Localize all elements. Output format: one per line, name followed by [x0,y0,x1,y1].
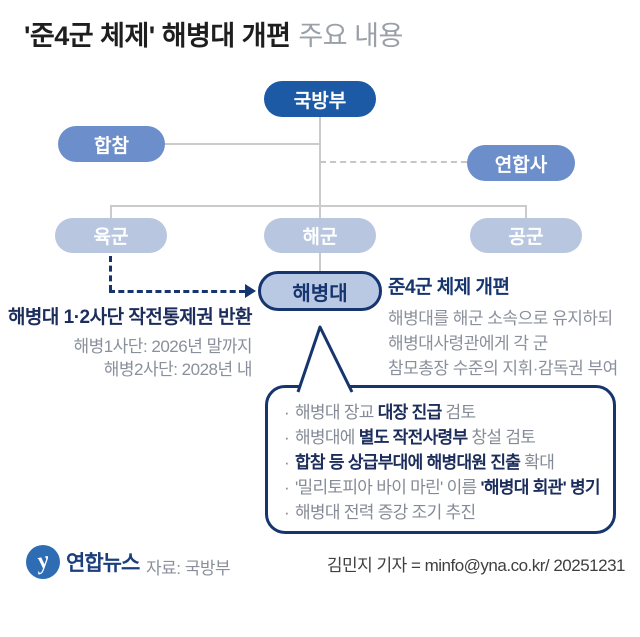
connector-airforce-drop [525,205,527,218]
org-node-airforce: 공군 [470,218,582,253]
connector-marines-vertical [319,253,321,271]
org-node-mnd: 국방부 [264,81,376,117]
yonhap-logo-text: 연합뉴스 [66,552,140,575]
connector-services-horizontal [110,205,527,207]
yonhap-logo-icon: y [26,545,60,579]
opcon-arrow-vertical [109,256,112,291]
quasi4-reform-line-2: 해병대사령관에게 각 군 [388,334,548,353]
page-title-sub: 주요 내용 [298,21,403,51]
bubble-list: · 해병대 장교 대장 진급 검토 · 해병대에 별도 작전사령부 창설 검토 · … [284,400,601,525]
page-title-main: '준4군 체제' 해병대 개편 [24,21,291,51]
connector-navy-drop [319,205,321,218]
org-node-marines: 해병대 [258,271,382,311]
yonhap-logo: y 연합뉴스 [26,545,140,579]
speech-bubble-tail [296,325,354,393]
quasi4-reform-line-1: 해병대를 해군 소속으로 유지하되 [388,309,613,328]
quasi4-reform-heading: 준4군 체제 개편 [388,277,510,298]
connector-cfc-dashed [320,161,467,163]
opcon-return-line-1: 해병1사단: 2026년 말까지 [73,337,252,356]
quasi4-reform-line-3: 참모총장 수준의 지휘·감독권 부여 [388,359,618,378]
connector-jcs-horizontal [165,143,320,145]
org-node-cfc: 연합사 [467,145,575,181]
org-node-jcs: 합참 [58,126,165,162]
opcon-arrow-horizontal [109,290,245,293]
reporter-credit: 김민지 기자 = minfo@yna.co.kr/ 20251231 [326,556,626,575]
opcon-return-note: 해병대 1·2사단 작전통제권 반환 해병1사단: 2026년 말까지 해병2사… [7,302,253,381]
opcon-arrow-head-icon [245,284,256,298]
bubble-list-item: · '밀리토피아 바이 마린' 이름 '해병대 회관' 병기 [284,478,601,497]
org-node-army: 육군 [55,218,167,253]
org-node-navy: 해군 [264,218,376,253]
bubble-list-item: · 해병대 장교 대장 진급 검토 [284,403,476,422]
opcon-return-line-2: 해병2사단: 2028년 내 [103,360,253,379]
bubble-list-item: · 해병대에 별도 작전사령부 창설 검토 [284,428,536,447]
bubble-list-item: · 해병대 전력 증강 조기 추진 [284,503,476,522]
connector-army-drop [110,205,112,218]
bubble-list-item: · 합참 등 상급부대에 해병대원 진출 확대 [284,453,555,472]
source-label: 자료: 국방부 [146,559,231,578]
opcon-return-heading: 해병대 1·2사단 작전통제권 반환 [7,307,253,328]
details-speech-bubble: · 해병대 장교 대장 진급 검토 · 해병대에 별도 작전사령부 창설 검토 · … [265,385,616,534]
quasi4-reform-note: 준4군 체제 개편 해병대를 해군 소속으로 유지하되 해병대사령관에게 각 군… [388,272,618,381]
